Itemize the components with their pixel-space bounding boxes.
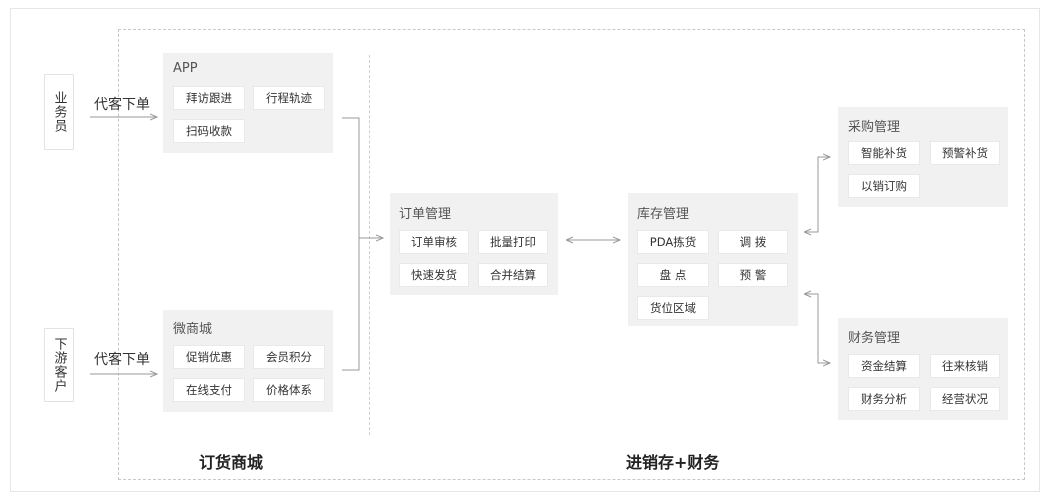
order-item-quick-ship[interactable]: 快速发货 bbox=[399, 263, 469, 287]
inventory-mgmt-panel-title: 库存管理 bbox=[637, 207, 690, 222]
inventory-item-transfer[interactable]: 调 拨 bbox=[718, 230, 788, 254]
finance-item-business-status[interactable]: 经营状况 bbox=[930, 387, 1000, 411]
order-item-batch-print[interactable]: 批量打印 bbox=[478, 230, 548, 254]
purchase-item-sales-order[interactable]: 以销订购 bbox=[848, 174, 920, 198]
finance-mgmt-panel: 财务管理 资金结算 往来核销 财务分析 经营状况 bbox=[838, 318, 1008, 420]
role-downstream-customer-label: 下游客户 bbox=[51, 337, 67, 393]
app-item-visit-followup[interactable]: 拜访跟进 bbox=[173, 86, 245, 110]
section-divider bbox=[369, 55, 370, 435]
app-panel-title: APP bbox=[173, 61, 198, 76]
role-salesperson-label: 业务员 bbox=[51, 91, 67, 133]
app-item-scan-collect[interactable]: 扫码收款 bbox=[173, 119, 245, 143]
inventory-item-location[interactable]: 货位区域 bbox=[637, 296, 709, 320]
role-downstream-customer: 下游客户 bbox=[44, 328, 74, 402]
order-item-review[interactable]: 订单审核 bbox=[399, 230, 469, 254]
edge-label-top: 代客下单 bbox=[94, 97, 150, 113]
section-title-inventory-finance: 进销存+财务 bbox=[626, 453, 720, 472]
app-item-route-track[interactable]: 行程轨迹 bbox=[253, 86, 325, 110]
order-item-merge-settle[interactable]: 合并结算 bbox=[478, 263, 548, 287]
mini-mall-panel-title: 微商城 bbox=[173, 322, 213, 337]
inventory-item-stocktake[interactable]: 盘 点 bbox=[637, 263, 709, 287]
mall-item-member-points[interactable]: 会员积分 bbox=[253, 345, 325, 369]
system-boundary bbox=[118, 29, 1025, 480]
mall-item-online-pay[interactable]: 在线支付 bbox=[173, 378, 245, 402]
outer-frame bbox=[10, 8, 1040, 492]
purchase-mgmt-panel: 采购管理 智能补货 预警补货 以销订购 bbox=[838, 107, 1008, 207]
finance-item-analysis[interactable]: 财务分析 bbox=[848, 387, 920, 411]
inventory-mgmt-panel: 库存管理 PDA拣货 调 拨 盘 点 预 警 货位区域 bbox=[628, 193, 798, 326]
mini-mall-panel: 微商城 促销优惠 会员积分 在线支付 价格体系 bbox=[163, 310, 333, 412]
finance-mgmt-panel-title: 财务管理 bbox=[848, 331, 901, 346]
finance-item-fund-settle[interactable]: 资金结算 bbox=[848, 354, 920, 378]
section-title-ordering-mall: 订货商城 bbox=[199, 453, 264, 472]
app-panel: APP 拜访跟进 行程轨迹 扫码收款 bbox=[163, 53, 333, 153]
inventory-item-pda-pick[interactable]: PDA拣货 bbox=[637, 230, 709, 254]
order-mgmt-panel: 订单管理 订单审核 批量打印 快速发货 合并结算 bbox=[390, 193, 558, 295]
purchase-mgmt-panel-title: 采购管理 bbox=[848, 120, 901, 135]
order-mgmt-panel-title: 订单管理 bbox=[399, 207, 452, 222]
purchase-item-smart-replenish[interactable]: 智能补货 bbox=[848, 141, 920, 165]
finance-item-reconcile[interactable]: 往来核销 bbox=[930, 354, 1000, 378]
mall-item-promotion[interactable]: 促销优惠 bbox=[173, 345, 245, 369]
mall-item-price-system[interactable]: 价格体系 bbox=[253, 378, 325, 402]
inventory-item-alert[interactable]: 预 警 bbox=[718, 263, 788, 287]
edge-label-bottom: 代客下单 bbox=[94, 352, 150, 368]
purchase-item-alert-replenish[interactable]: 预警补货 bbox=[930, 141, 1000, 165]
role-salesperson: 业务员 bbox=[44, 74, 74, 150]
